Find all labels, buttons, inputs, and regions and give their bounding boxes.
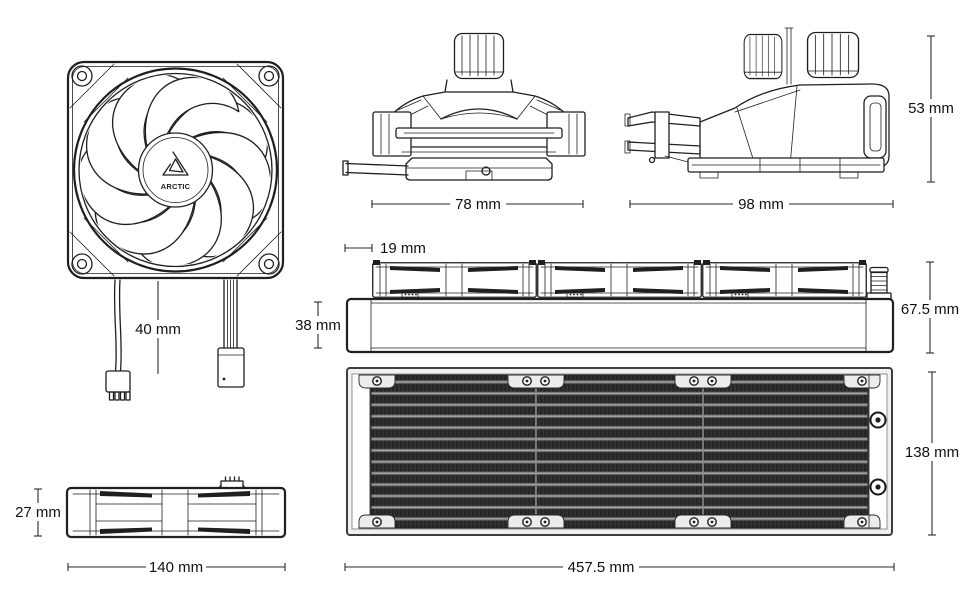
- fan-side-view: [65, 476, 287, 539]
- dim-total-height: 67.5 mm: [901, 261, 959, 354]
- fan-mount-holes: [71, 65, 280, 275]
- dim-pump-height: 53 mm: [908, 35, 954, 183]
- fan-front-view: ARCTIC: [66, 60, 285, 401]
- fan-pwm-cable: [105, 279, 131, 401]
- dim-fan-offset-label: 19 mm: [380, 240, 426, 257]
- dim-radiator-width: 138 mm: [905, 371, 959, 536]
- dim-radiator-thickness-label: 38 mm: [295, 317, 341, 334]
- pump-cap: [453, 32, 505, 80]
- dim-fan-thickness: 27 mm: [15, 488, 61, 537]
- pwm-connector: [105, 370, 131, 393]
- fan-hub: ARCTIC: [137, 132, 214, 208]
- pump-mount-prongs: [624, 111, 701, 166]
- radiator-side-view: [345, 259, 895, 354]
- fan-side-frame: [65, 486, 287, 539]
- dim-radiator-length: 457.5 mm: [344, 559, 895, 576]
- dim-pump-height-label: 53 mm: [908, 100, 954, 117]
- arctic-logo-text: ARCTIC: [161, 182, 191, 191]
- pump-hose: [342, 160, 409, 176]
- radiator-body-side: [345, 297, 895, 354]
- ribbon-connector: [217, 347, 245, 388]
- dim-fan-cable: 40 mm: [135, 281, 181, 374]
- arctic-logo-icon: [162, 151, 189, 176]
- dim-fan-size-label: 140 mm: [149, 559, 203, 576]
- screw-tab: [843, 514, 881, 529]
- dim-fan-size: 140 mm: [67, 559, 286, 576]
- dim-fan-offset: 19 mm: [344, 240, 426, 257]
- radiator-fin-core: [370, 374, 869, 529]
- dim-radiator-width-label: 138 mm: [905, 444, 959, 461]
- radiator-top-view: [346, 367, 893, 536]
- screw-tab: [507, 514, 565, 529]
- dim-radiator-length-label: 457.5 mm: [568, 559, 635, 576]
- screw-tab: [843, 374, 881, 389]
- screw-tab: [507, 374, 565, 389]
- dim-pump-depth: 98 mm: [629, 196, 894, 213]
- dim-pump-width-label: 78 mm: [455, 196, 501, 213]
- dim-radiator-thickness: 38 mm: [295, 301, 341, 349]
- dim-pump-width: 78 mm: [371, 196, 584, 213]
- pump-cap-front: [743, 33, 783, 80]
- pump-side-base: [687, 157, 885, 179]
- screw-tab: [674, 374, 732, 389]
- screw-tab: [358, 374, 396, 389]
- radiator-fan-2: [537, 259, 702, 299]
- radiator-fan-1: [372, 259, 537, 299]
- fan-rim: [72, 67, 279, 273]
- pump-cap-rear: [806, 31, 860, 79]
- radiator-fan-3: [702, 259, 867, 299]
- radiator-end-tank: [868, 374, 887, 529]
- fan-ribbon-cable: [217, 279, 245, 388]
- dim-pump-depth-label: 98 mm: [738, 196, 784, 213]
- hose-barb-fitting: [866, 266, 892, 300]
- pump-side-housing: [699, 83, 890, 168]
- pump-side-view: [624, 27, 890, 179]
- dim-total-height-label: 67.5 mm: [901, 301, 959, 318]
- screw-tab: [674, 514, 732, 529]
- pump-base: [405, 157, 553, 181]
- screw-tab: [358, 514, 396, 529]
- pump-front-view: [342, 32, 586, 181]
- dim-fan-thickness-label: 27 mm: [15, 504, 61, 521]
- dim-fan-cable-label: 40 mm: [135, 321, 181, 338]
